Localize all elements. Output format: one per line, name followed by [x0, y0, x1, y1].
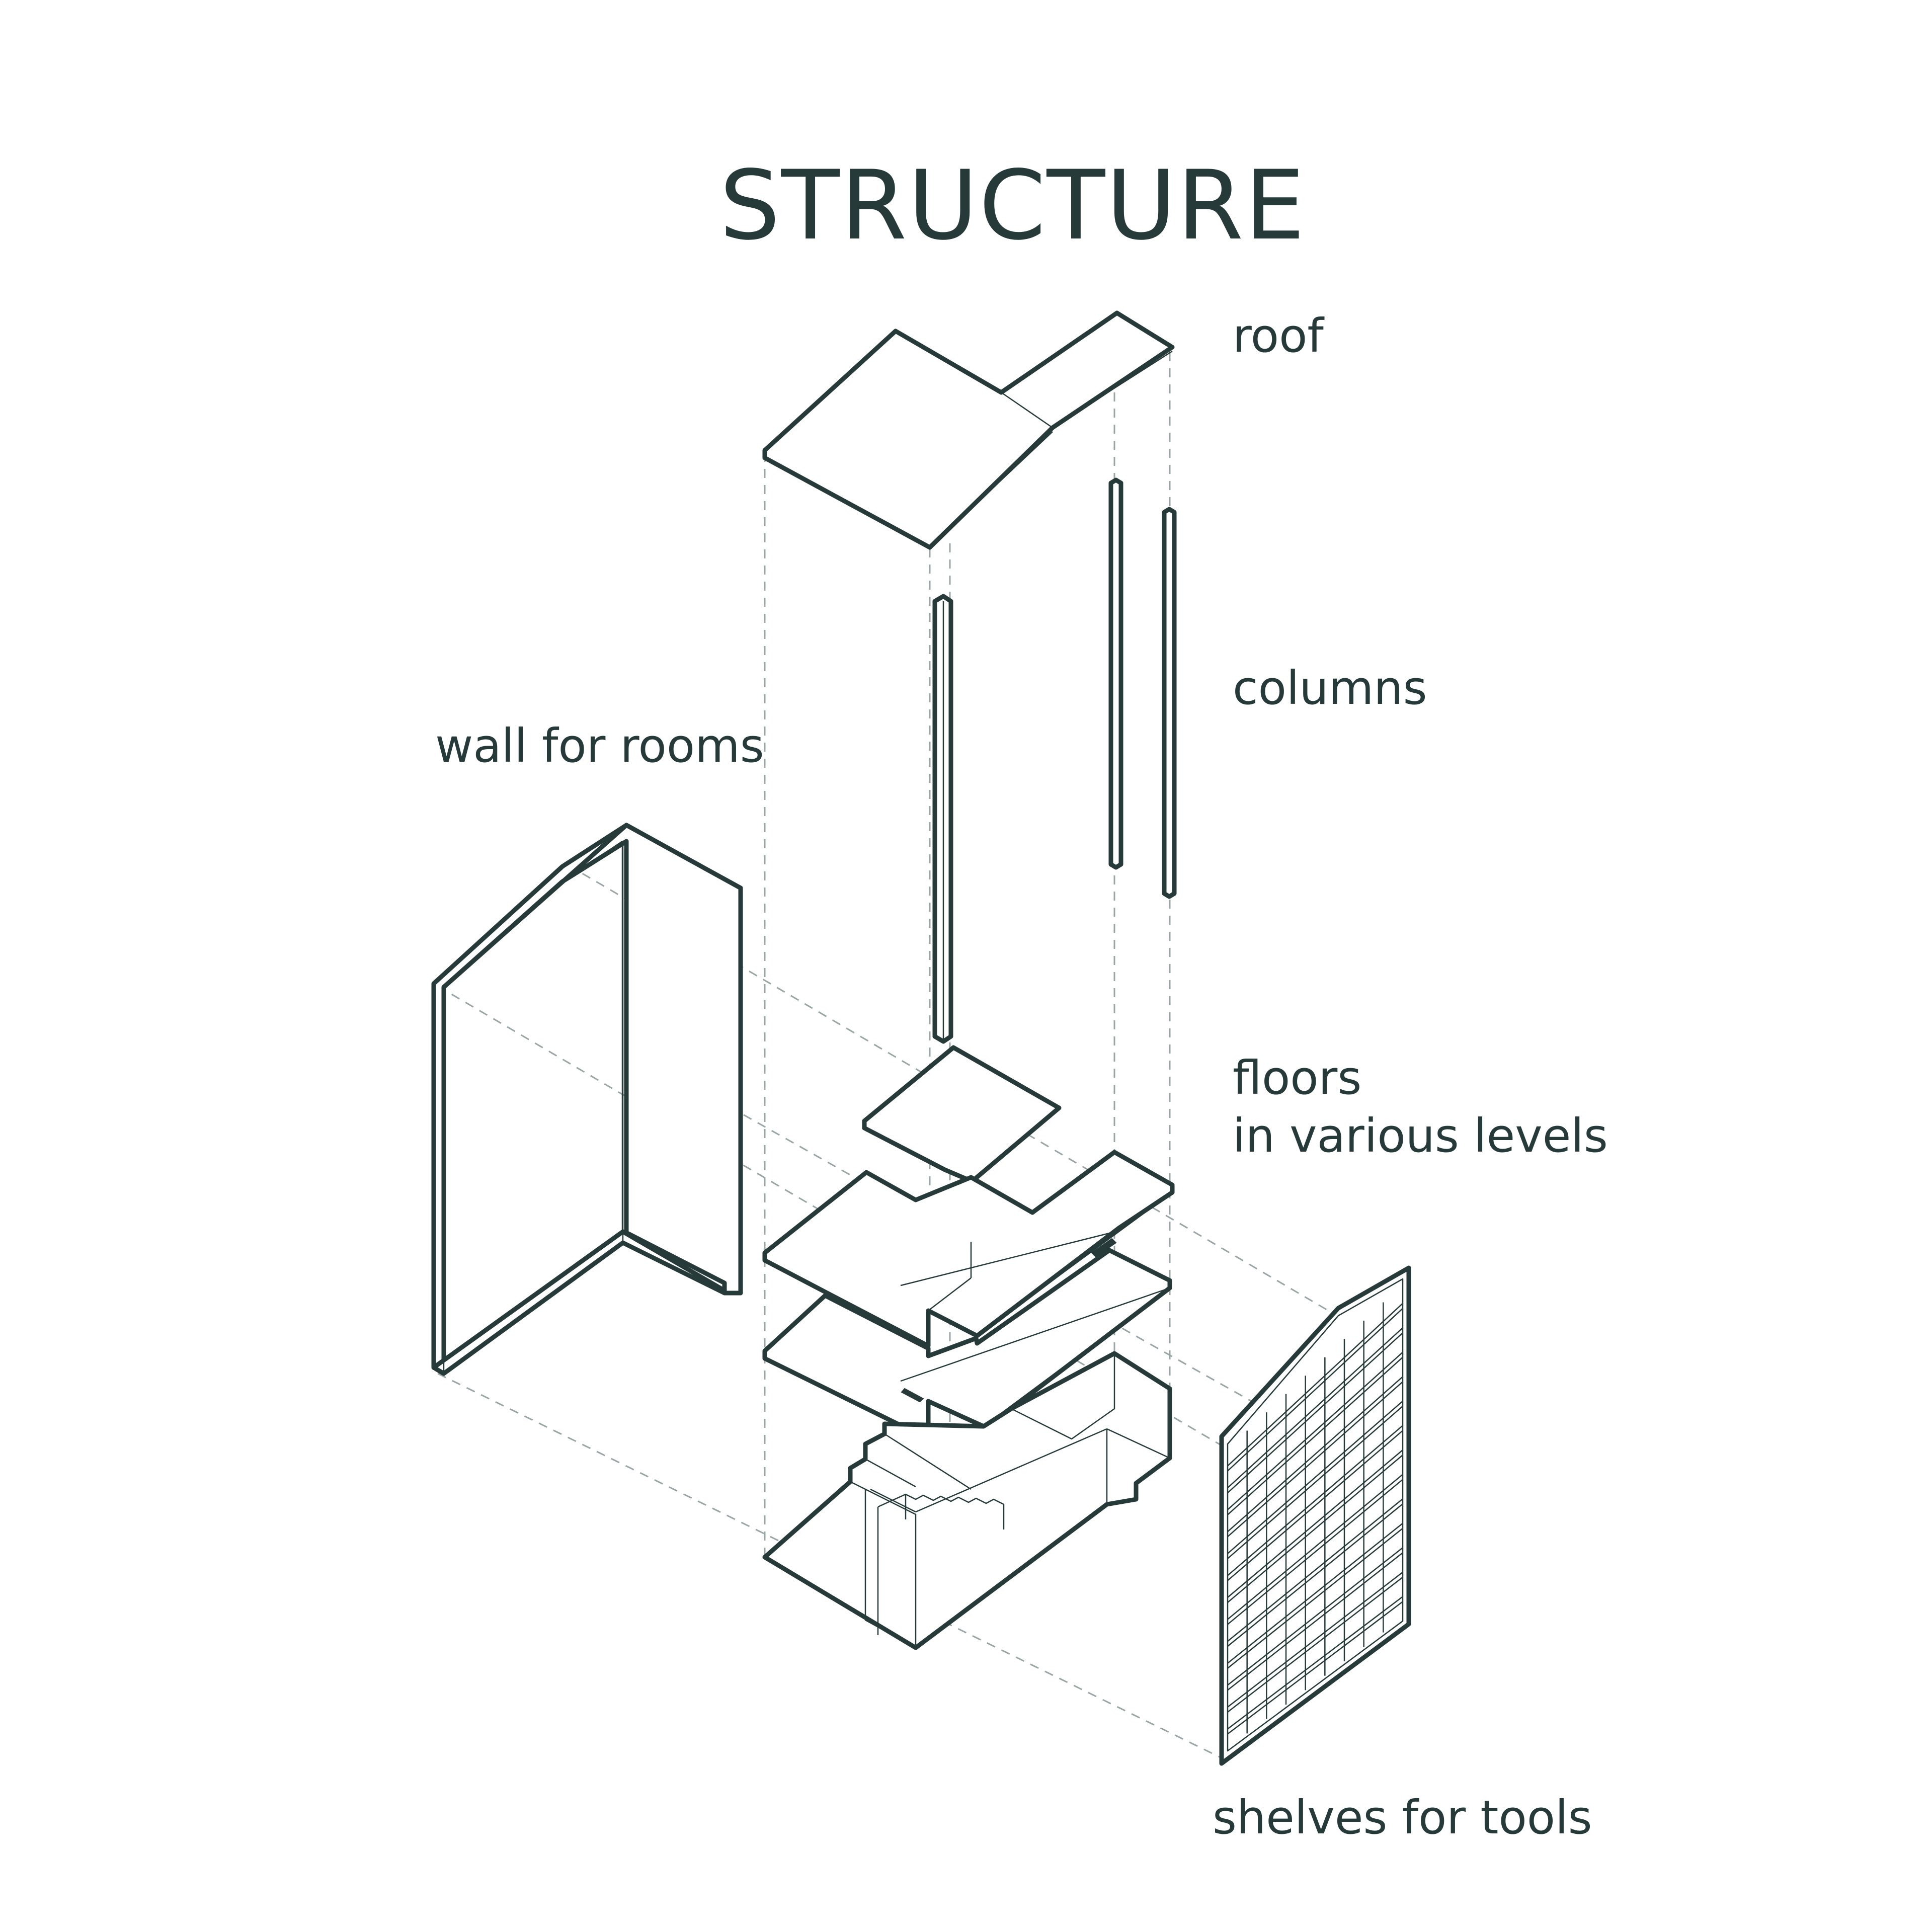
label-roof: roof: [1233, 309, 1324, 363]
column: [1162, 507, 1177, 899]
columns: [932, 477, 1177, 1044]
shelf-board-edge: [1227, 1308, 1403, 1472]
shelf-board-edge: [1227, 1332, 1403, 1494]
floor-slab: [862, 1045, 1062, 1184]
shelf-board-edge: [1227, 1430, 1403, 1581]
staircase: [877, 1493, 1004, 1508]
shelf-grid: [1227, 1302, 1403, 1735]
shelf-board: [1227, 1351, 1403, 1510]
shelf-board: [1227, 1425, 1403, 1576]
shelf-board-edge: [1227, 1356, 1403, 1515]
label-shelves-for-tools: shelves for tools: [1213, 1791, 1592, 1844]
shelf-board: [1227, 1376, 1403, 1533]
shelf-board: [1227, 1450, 1403, 1598]
shelf-board: [1227, 1571, 1403, 1708]
column: [1108, 477, 1123, 870]
shelf-board: [1227, 1474, 1403, 1620]
shelf-board: [1227, 1522, 1403, 1664]
floor-slab: [762, 1150, 1175, 1348]
shelf-board-edge: [1227, 1405, 1403, 1559]
floors: [762, 1045, 1175, 1650]
shelf-board-edge: [1227, 1552, 1403, 1691]
label-floors: floors: [1233, 1051, 1362, 1105]
roof-slab: [762, 310, 1175, 550]
shelf-board: [1227, 1303, 1403, 1467]
shelf-board-edge: [1227, 1381, 1403, 1538]
shelf-board-edge: [1227, 1503, 1403, 1647]
shelf-board: [1227, 1400, 1403, 1554]
shelf-board-edge: [1227, 1601, 1403, 1735]
wall-for-rooms: [431, 823, 743, 1376]
shelf-board: [1227, 1596, 1403, 1730]
shelf-board-edge: [1227, 1455, 1403, 1603]
shelf-board: [1227, 1498, 1403, 1642]
shelf-board: [1227, 1327, 1403, 1489]
shelf-board-edge: [1227, 1527, 1403, 1669]
diagram-title: STRUCTURE: [719, 150, 1306, 261]
label-columns: columns: [1233, 661, 1427, 715]
label-wall-for-rooms: wall for rooms: [435, 719, 764, 773]
label-floors-levels: in various levels: [1233, 1109, 1608, 1163]
shelf-board-edge: [1227, 1576, 1403, 1713]
shelf-board: [1227, 1547, 1403, 1686]
shelf-board-edge: [1227, 1479, 1403, 1625]
shelves-for-tools: [1219, 1265, 1411, 1766]
